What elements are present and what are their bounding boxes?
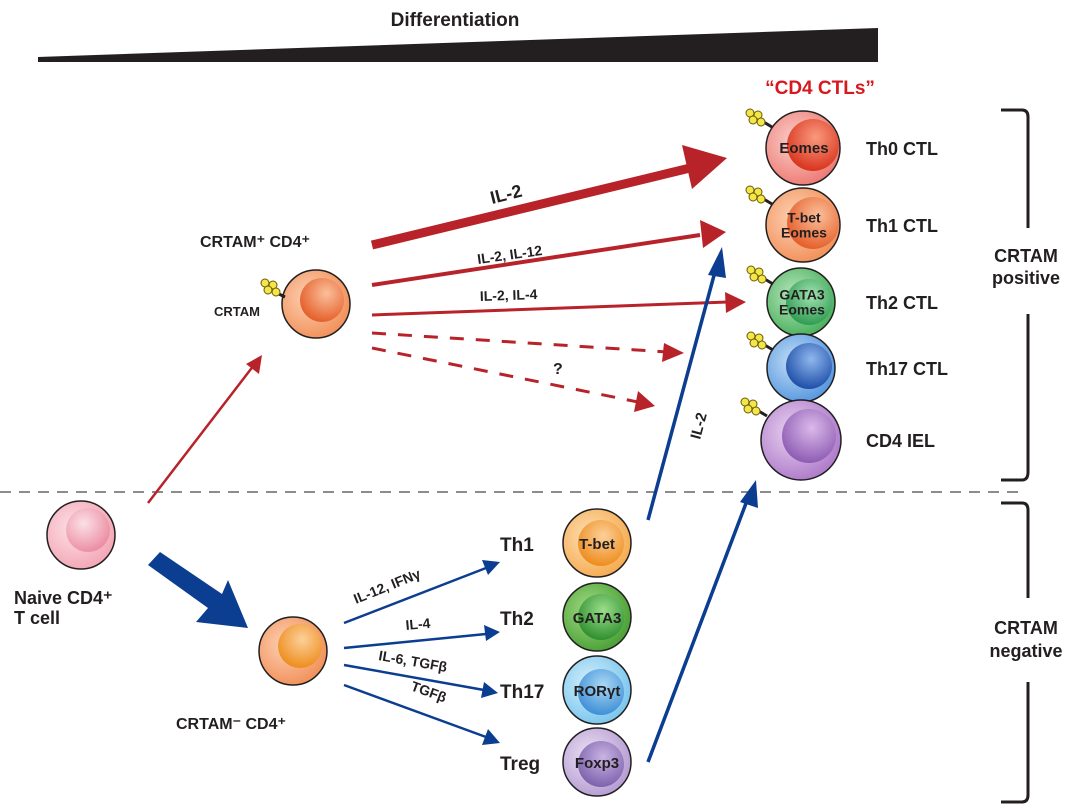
bracket-positive-label-2: positive [992,268,1060,288]
red-arrows [147,145,746,504]
transcription-factor-label: RORγt [574,683,621,700]
arrowhead-to-th17 [481,682,498,698]
arrowhead-il2-thick [682,145,727,189]
arrow-naive-to-crtam-neg [148,552,248,628]
arrow-dashed-2 [371,346,639,404]
cell-nucleus [578,741,624,787]
transcription-factor-label: Eomes [779,140,828,157]
transcription-factor-label: Eomes [779,302,825,318]
crtam-receptor-label: CRTAM [214,304,260,319]
ctl-name-label: Th0 CTL [866,139,938,159]
cell-nucleus [578,669,624,715]
helper-name-label: Th2 [500,609,534,630]
bracket-negative-label-1: CRTAM [994,618,1058,638]
arrow-il2-thick [370,163,692,250]
arrowhead-treg-to-iel [740,480,758,508]
bracket-negative-bottom [1001,682,1030,804]
bracket-positive-top [1001,108,1030,228]
arrow-to-treg [343,683,487,739]
arrow-il2-il12 [371,233,701,287]
cell-nucleus [578,594,624,640]
cell-nucleus [787,119,839,171]
arrowhead-to-th1 [482,560,500,575]
crtam-neg-label: CRTAM⁻ CD4⁺ [176,716,286,733]
crtam-receptor-icon [745,185,773,206]
ctl-name-label: Th1 CTL [866,216,938,236]
cell-nucleus [786,343,832,389]
ctl-name-label: CD4 IEL [866,431,935,451]
helper-name-label: Th1 [500,535,534,556]
label-blue-il2: IL-2 [687,411,710,441]
transcription-factor-label: Eomes [781,225,827,241]
arrow-th1-il2 [646,267,718,521]
transcription-factor-label: GATA3 [573,610,622,627]
arrowhead-dashed-2 [634,391,655,412]
bracket-positive-label-1: CRTAM [994,246,1058,266]
transcription-factor-label: Foxp3 [575,755,619,772]
label-il12-ifng: IL-12, IFNγ [351,565,423,606]
arrowhead-to-th2 [484,625,500,641]
arrowhead-il2-il4 [725,292,746,313]
arrowhead-il2-il12 [700,220,726,248]
crtam-neg-cell [258,616,328,686]
helper-name-label: Treg [500,754,540,775]
cell-nucleus [786,279,832,325]
arrowhead-to-treg [482,729,500,745]
helper-cell: RORγt Th17 [500,655,632,725]
helper-cell: Foxp3 Treg [500,727,632,797]
bracket-positive-bottom [1001,314,1030,482]
cell-nucleus [782,409,836,463]
differentiation-wedge [38,28,878,62]
crtam-receptor-icon [746,265,774,286]
label-il6-tgfb: IL-6, TGFβ [377,647,448,675]
label-question: ? [553,361,563,378]
bracket-negative-label-2: negative [989,641,1062,661]
naive-label-2: T cell [14,608,60,628]
arrowhead-th1-il2 [708,247,726,278]
crtam-pos-label: CRTAM⁺ CD4⁺ [200,234,310,251]
cd4-ctls-title: “CD4 CTLs” [765,78,875,99]
ctl-cell: Th17 CTL [746,331,948,403]
helper-cell: GATA3 Th2 [500,582,632,652]
transcription-factor-label: T-bet [787,210,821,226]
blue-arrows [148,247,758,763]
bracket-negative-top [1001,501,1030,598]
label-il2-il4: IL-2, IL-4 [480,286,538,304]
arrow-to-th2 [343,632,487,650]
arrow-to-th17 [343,663,485,692]
crtam-pos-cell [281,269,351,339]
arrow-to-th1 [343,566,487,625]
label-il2: IL-2 [488,181,524,208]
arrow-dashed-1 [371,331,669,354]
crtam-receptor-icon [745,108,773,129]
crtam-receptor-icon [740,397,768,418]
crtam-receptor-icon [260,278,286,299]
ctl-cell: CD4 IEL [740,397,935,481]
differentiation-title: Differentiation [391,10,520,31]
crtam-receptor-icon [746,331,774,352]
ctl-name-label: Th17 CTL [866,359,948,379]
ctl-cell: Eomes Th0 CTL [745,108,938,186]
arrow-naive-to-crtam-pos [147,364,255,504]
naive-cell [46,500,116,570]
helper-cell: T-bet Th1 [500,508,632,578]
cell-nucleus [787,197,839,249]
helper-name-label: Th17 [500,682,544,703]
transcription-factor-label: GATA3 [779,287,825,303]
naive-label-1: Naive CD4⁺ [14,588,113,608]
arrowhead-naive-to-crtam-pos [246,355,262,374]
arrowhead-dashed-1 [662,343,684,362]
arrow-treg-to-iel [646,497,750,763]
ctl-name-label: Th2 CTL [866,293,938,313]
arrow-il2-il4 [371,300,729,317]
label-il4: IL-4 [405,615,431,633]
transcription-factor-label: T-bet [579,536,615,553]
cell-nucleus [578,520,624,566]
